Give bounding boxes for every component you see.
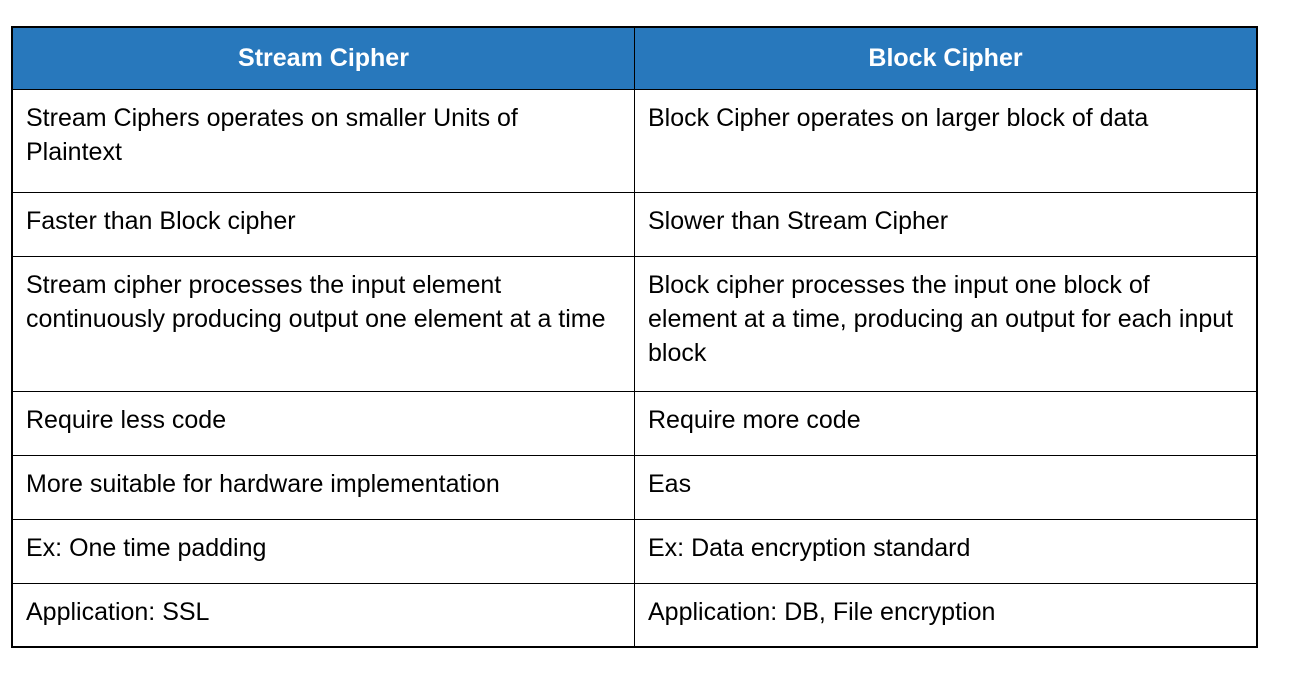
- stream-cipher-cell: Ex: One time padding: [11, 518, 635, 584]
- block-cipher-cell: Ex: Data encryption standard: [634, 518, 1258, 584]
- stream-cipher-cell: Application: SSL: [11, 582, 635, 648]
- block-cipher-cell: Application: DB, File encryption: [634, 582, 1258, 648]
- block-cipher-cell: Slower than Stream Cipher: [634, 191, 1258, 257]
- table-row: Application: SSL Application: DB, File e…: [11, 582, 1258, 648]
- column-header-block-cipher: Block Cipher: [634, 26, 1258, 90]
- stream-cipher-cell: Require less code: [11, 390, 635, 456]
- block-cipher-cell: Require more code: [634, 390, 1258, 456]
- table-row: Stream Ciphers operates on smaller Units…: [11, 88, 1258, 193]
- column-header-stream-cipher: Stream Cipher: [11, 26, 635, 90]
- block-cipher-cell: Block Cipher operates on larger block of…: [634, 88, 1258, 193]
- table-row: Faster than Block cipher Slower than Str…: [11, 191, 1258, 257]
- table-row: Stream cipher processes the input elemen…: [11, 255, 1258, 392]
- header-row: Stream Cipher Block Cipher: [11, 26, 1258, 90]
- stream-cipher-cell: Stream Ciphers operates on smaller Units…: [11, 88, 635, 193]
- table-row: More suitable for hardware implementatio…: [11, 454, 1258, 520]
- block-cipher-cell: Eas: [634, 454, 1258, 520]
- stream-cipher-cell: More suitable for hardware implementatio…: [11, 454, 635, 520]
- table-header: Stream Cipher Block Cipher: [11, 26, 1258, 90]
- cipher-comparison-table: Stream Cipher Block Cipher Stream Cipher…: [11, 26, 1258, 648]
- table-body: Stream Ciphers operates on smaller Units…: [11, 88, 1258, 648]
- block-cipher-cell: Block cipher processes the input one blo…: [634, 255, 1258, 392]
- table-row: Ex: One time padding Ex: Data encryption…: [11, 518, 1258, 584]
- stream-cipher-cell: Faster than Block cipher: [11, 191, 635, 257]
- table-row: Require less code Require more code: [11, 390, 1258, 456]
- stream-cipher-cell: Stream cipher processes the input elemen…: [11, 255, 635, 392]
